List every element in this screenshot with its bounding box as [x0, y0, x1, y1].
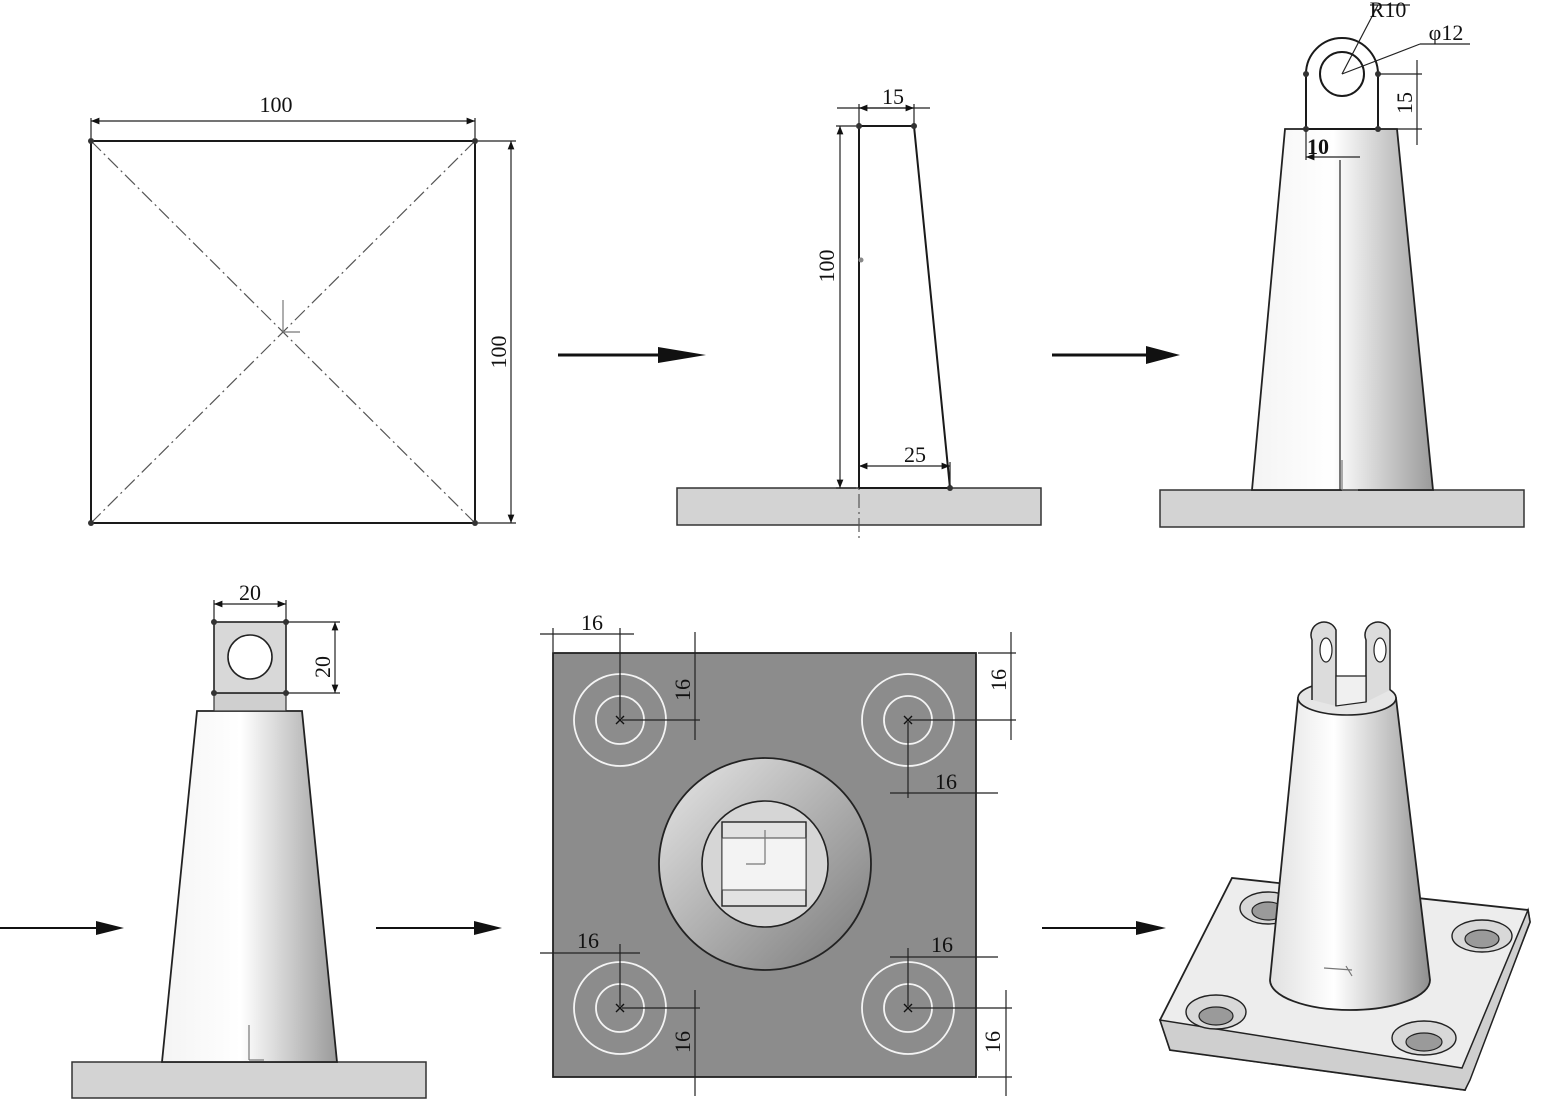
dim-radius: R10 — [1370, 0, 1407, 22]
dim-hole-x: 16 — [577, 928, 599, 953]
step5-plate-top-view: 16 16 16 16 16 16 16 16 — [540, 610, 1016, 1096]
counterbore-hole — [1185, 994, 1247, 1030]
counterbore-hole — [1391, 1020, 1457, 1056]
flow-arrow-icon — [558, 347, 706, 363]
dim-hole-y: 16 — [670, 1031, 695, 1053]
dim-bottom-width: 25 — [904, 442, 926, 467]
dim-profile-height: 100 — [814, 250, 839, 283]
base-plate — [71, 1061, 427, 1099]
clevis-lug — [1310, 621, 1337, 706]
counterbore-hole — [1451, 919, 1513, 953]
origin-icon — [248, 1025, 264, 1061]
dim-width: 100 — [260, 92, 293, 117]
step2-profile-sketch: 15 100 25 — [676, 84, 1042, 540]
lug-hole — [227, 634, 273, 680]
base-plate — [1159, 489, 1525, 528]
clevis-lug — [1364, 621, 1391, 702]
dim-hole-x: 16 — [935, 769, 957, 794]
origin-icon — [746, 830, 766, 865]
dim-hole-y: 16 — [980, 1031, 1005, 1053]
dim-diameter: φ12 — [1429, 20, 1464, 45]
origin-icon — [1341, 460, 1358, 491]
cone-body — [161, 710, 338, 1063]
step4-lug-side-view: 20 20 — [71, 580, 427, 1099]
cone-body — [1269, 697, 1431, 1011]
dim-lug-width: 20 — [239, 580, 261, 605]
square-outline — [90, 140, 476, 524]
dim-hole-x: 16 — [931, 932, 953, 957]
dim-lug-offset: 10 — [1307, 134, 1329, 159]
origin-icon — [1323, 965, 1353, 977]
flow-arrow-icon — [376, 921, 502, 935]
flow-arrow-icon — [1042, 921, 1166, 935]
dim-lug-height: 20 — [310, 656, 335, 678]
step3-cone-with-lug-sketch: R10 φ12 15 10 — [1159, 0, 1525, 528]
step1-square-sketch: 100 100 — [88, 92, 516, 526]
dim-hole-x: 16 — [581, 610, 603, 635]
flow-arrow-icon — [1052, 346, 1180, 364]
cone-body — [1251, 128, 1434, 491]
dim-top-width: 15 — [882, 84, 904, 109]
origin-icon — [282, 300, 300, 333]
dim-lug-height: 15 — [1392, 92, 1417, 114]
lug-hole — [1319, 51, 1365, 97]
dim-height: 100 — [486, 336, 511, 369]
lug-outline — [1305, 37, 1379, 129]
profile-outline — [858, 125, 951, 489]
dim-hole-y: 16 — [986, 669, 1011, 691]
flow-arrow-icon — [0, 921, 124, 935]
step6-isometric-part — [1158, 621, 1531, 1091]
dim-hole-y: 16 — [670, 679, 695, 701]
